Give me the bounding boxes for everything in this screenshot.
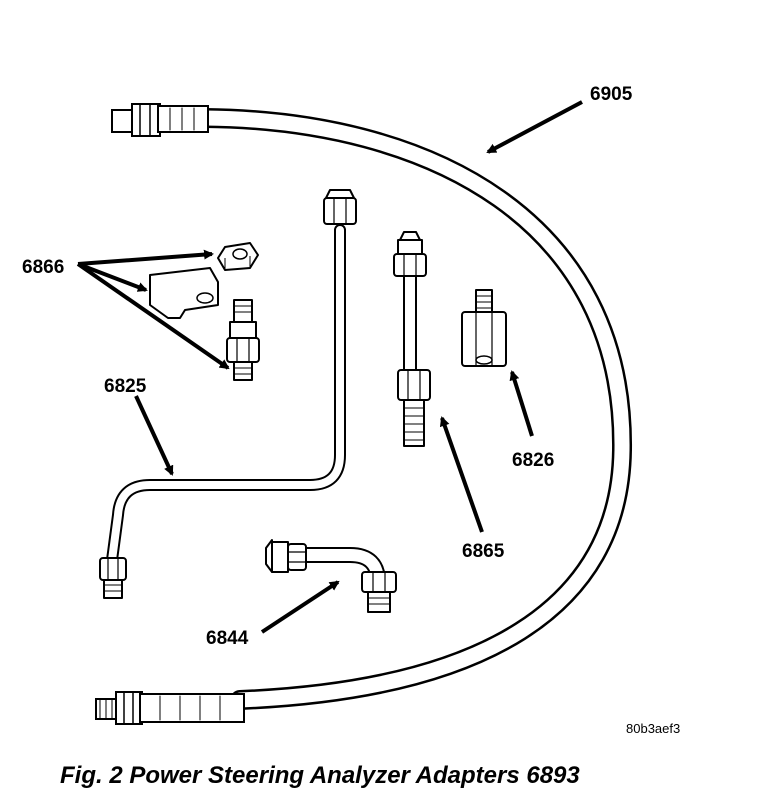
hose-6905 [95,103,633,725]
label-6905: 6905 [590,84,633,105]
elbow-adapter-6844 [265,539,397,613]
arrow-6866-fitting [76,262,230,370]
arrow-6865 [439,416,484,533]
arrow-6825 [134,395,174,476]
adapter-6865 [393,231,431,447]
fitting-6826 [461,289,507,367]
figure-ref-code: 80b3aef3 [626,721,680,736]
label-6826: 6826 [512,450,554,471]
label-6844: 6844 [206,628,249,649]
arrow-6866-bracket [77,262,148,292]
adapter-kit-6866 [149,242,260,381]
arrow-6844 [260,580,340,634]
label-6866: 6866 [22,257,64,278]
leader-arrows [76,100,583,634]
figure-caption: Fig. 2 Power Steering Analyzer Adapters … [60,762,580,789]
tube-6825 [99,189,357,599]
arrow-6826 [509,370,534,437]
arrow-6905 [486,100,583,154]
label-6865: 6865 [462,541,505,562]
label-6825: 6825 [104,376,147,397]
arrow-6866-nut [77,249,214,266]
